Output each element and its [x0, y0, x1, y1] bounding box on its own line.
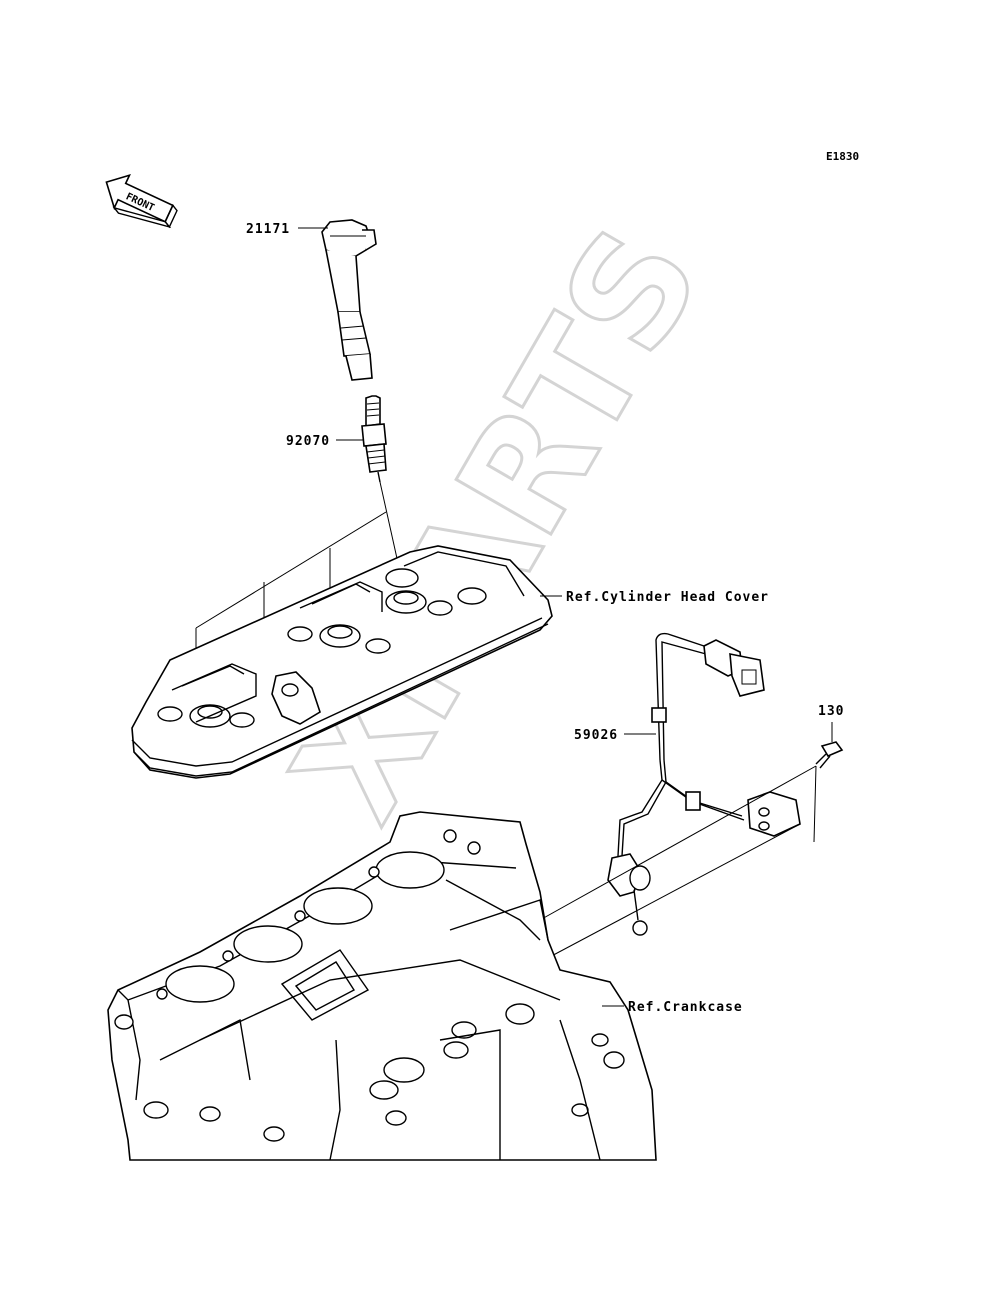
part-number-130: 130 — [818, 704, 844, 719]
wiring-harness — [607, 632, 801, 936]
bolt — [815, 741, 844, 769]
part-number-92070: 92070 — [286, 434, 330, 449]
ref-crankcase: Ref.Crankcase — [628, 1000, 743, 1015]
ref-cylinder-head-cover: Ref.Cylinder Head Cover — [566, 590, 769, 605]
part-number-21171: 21171 — [246, 222, 290, 237]
front-arrow-icon: FRONT — [105, 173, 178, 229]
ignition-coil — [321, 219, 377, 381]
spark-plug — [361, 395, 387, 483]
cylinder-head-cover — [131, 545, 553, 779]
part-number-59026: 59026 — [574, 728, 618, 743]
diagram-code: E1830 — [826, 150, 859, 163]
crankcase — [107, 811, 657, 1161]
